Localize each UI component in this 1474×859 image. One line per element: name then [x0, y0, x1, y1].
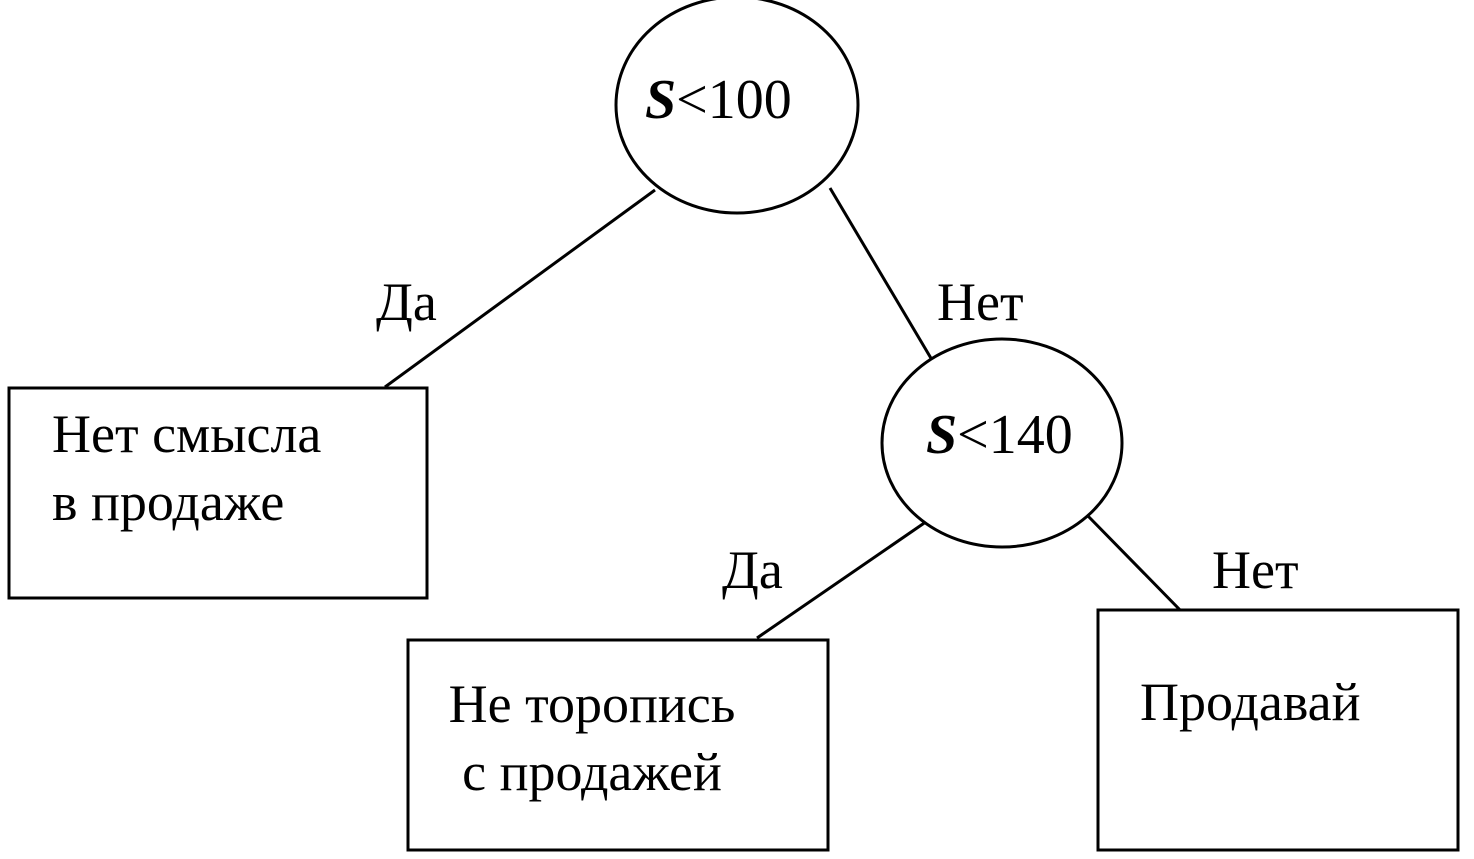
decision-root-condition: <100: [676, 69, 792, 131]
decision-node-inner: [880, 337, 1124, 549]
edge-label-root-no: Нет: [937, 272, 1024, 332]
outcome-no-sense-line2: в продаже: [52, 472, 285, 532]
outcome-dont-hurry-line1: Не торопись: [448, 674, 736, 734]
decision-root-text: S<100: [645, 72, 792, 128]
outcome-no-sense-line1: Нет смысла: [52, 404, 322, 464]
edge-label-root-yes: Да: [376, 272, 437, 332]
outcome-box-dont-hurry: [406, 638, 830, 852]
decision-inner-text: S<140: [926, 407, 1073, 463]
decision-root-variable: S: [645, 69, 677, 131]
edge-inner-yes: [756, 515, 934, 640]
outcome-dont-hurry-text: Не торопись с продажей: [434, 670, 750, 806]
decision-node-root: [614, 0, 860, 215]
outcome-box-no-sense: [7, 386, 429, 600]
outcome-no-sense-text: Нет смысла в продаже: [52, 400, 321, 536]
decision-inner-variable: S: [926, 404, 958, 466]
outcome-dont-hurry-line2: с продажей: [462, 742, 722, 802]
edge-inner-no: [1085, 513, 1185, 615]
edge-label-inner-yes: Да: [722, 540, 783, 600]
outcome-sell-line1: Продавай: [1140, 672, 1361, 732]
decision-inner-condition: <140: [957, 404, 1073, 466]
edge-label-inner-no: Нет: [1212, 540, 1299, 600]
outcome-box-sell: [1096, 608, 1460, 852]
outcome-sell-text: Продавай: [1140, 668, 1361, 736]
edge-root-yes: [384, 188, 656, 389]
edge-root-no: [828, 187, 937, 366]
